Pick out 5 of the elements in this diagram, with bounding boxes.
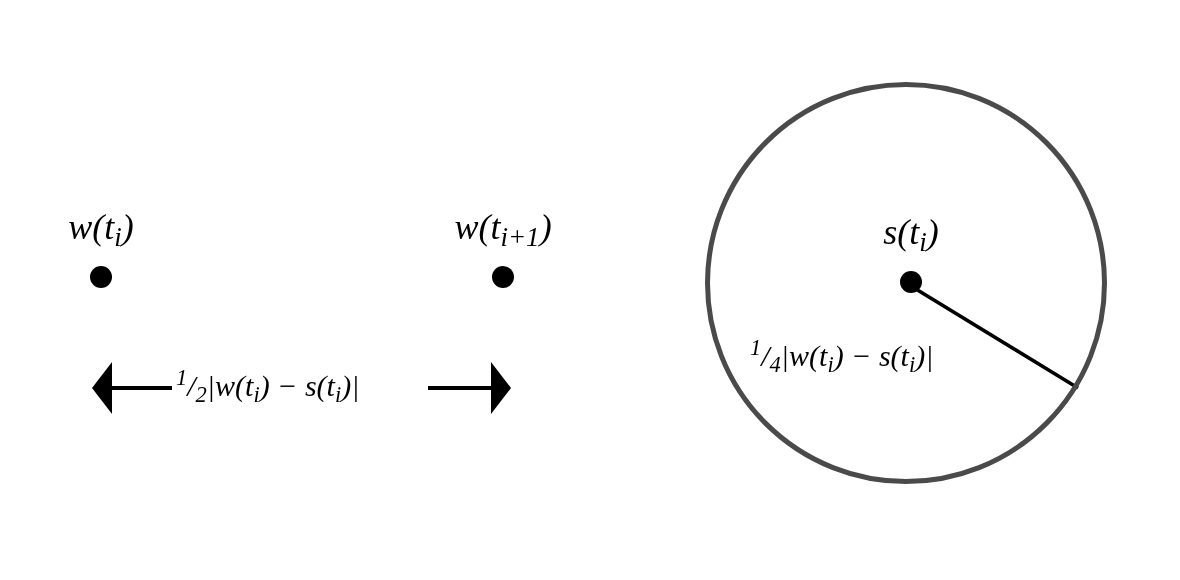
circle-outline <box>705 82 1107 484</box>
point-label: w(t$_{i}$) <box>68 206 134 249</box>
point-label: s(t$_{i}$) <box>883 211 939 254</box>
radius-label: $^{1}$/$_{4}$|w(t$_{i}$) − s(t$_{i}$)| <box>750 336 934 376</box>
point-label: w(t$_{i+1}$) <box>454 206 552 249</box>
